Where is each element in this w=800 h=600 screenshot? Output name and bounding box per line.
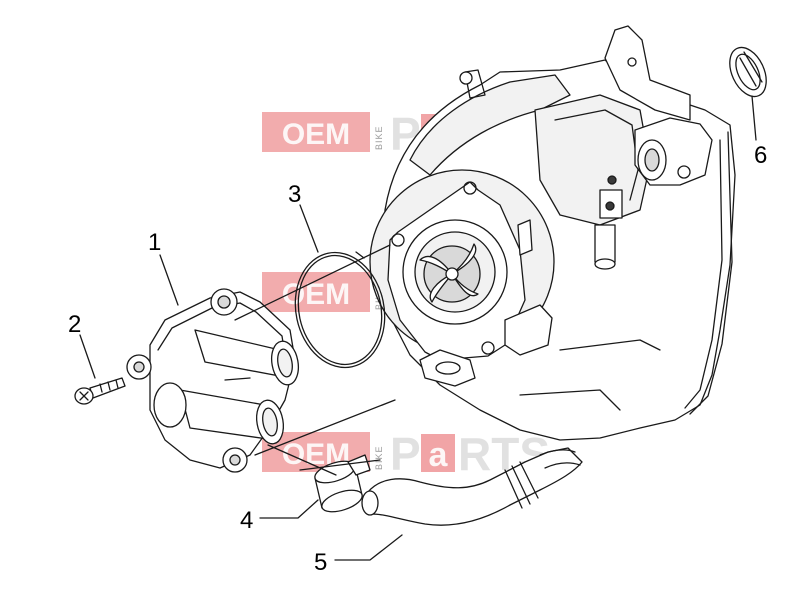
- watermark-word-a: a: [429, 436, 449, 474]
- assembly-lines: [234, 244, 396, 476]
- part-3-gasket: [294, 251, 386, 369]
- label-2: 2: [68, 311, 81, 338]
- part-4-clamp: [314, 454, 371, 513]
- watermark-vertical: BIKE: [374, 125, 384, 150]
- label-4: 4: [240, 507, 253, 534]
- watermark-word-p: P: [390, 428, 421, 480]
- watermark-brand: OEM: [282, 278, 350, 311]
- part-1-pump-cover: [126, 288, 300, 473]
- watermark-vertical: BIKE: [374, 445, 384, 470]
- part-6-seal: [729, 46, 767, 98]
- watermark-brand: OEM: [282, 118, 350, 151]
- label-1: 1: [148, 229, 161, 256]
- label-6: 6: [754, 142, 767, 169]
- label-5: 5: [314, 549, 327, 576]
- impeller-icon: [419, 243, 481, 303]
- leader-lines: [79, 95, 757, 561]
- part-2-screw: [74, 377, 126, 405]
- part-labels: 1 2 3 4 5 6: [68, 142, 767, 576]
- engine-housing: [369, 25, 736, 441]
- label-3: 3: [288, 181, 301, 208]
- part-5-hose: [361, 447, 583, 526]
